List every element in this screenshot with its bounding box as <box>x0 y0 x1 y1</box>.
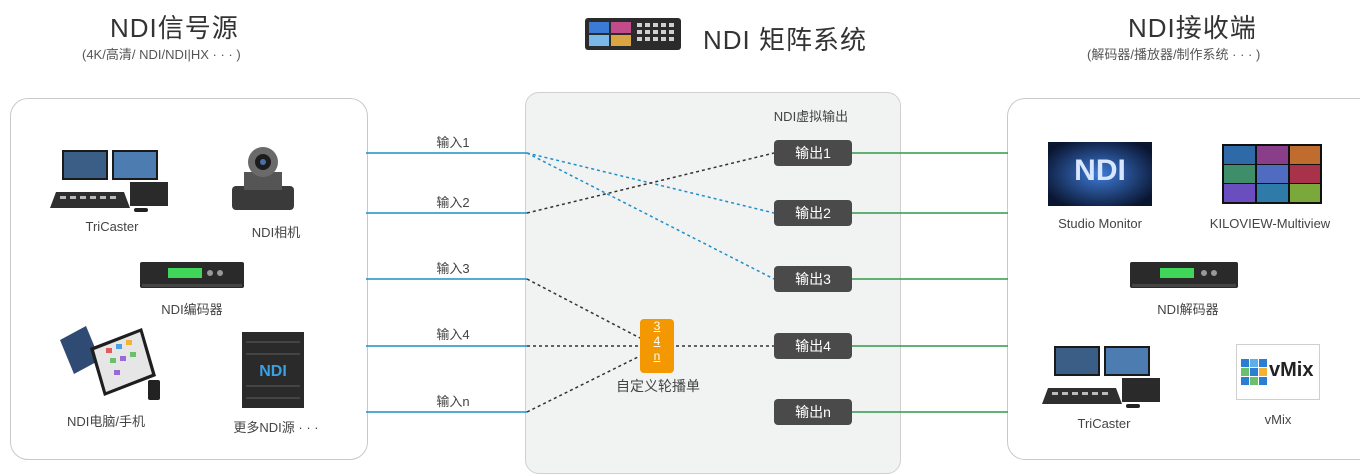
ndi-monitor-icon: NDI <box>1048 142 1152 206</box>
route-3-to-playlist <box>526 278 641 339</box>
tricaster-receiver-icon <box>1042 344 1164 410</box>
source-label-more-ndi: 更多NDI源 · · · <box>233 420 319 435</box>
vmix-logo-icon: vMix <box>1236 344 1320 400</box>
receiver-label-tricaster: TriCaster <box>1077 416 1131 431</box>
input-label-n: 输入n <box>436 394 470 409</box>
matrix-title: NDI 矩阵系统 <box>703 25 868 55</box>
tricaster-icon <box>50 148 172 214</box>
receiver-subtitle: (解码器/播放器/制作系统 · · · ) <box>1087 47 1261 62</box>
source-label-ndi-camera: NDI相机 <box>251 225 301 240</box>
input-label-3: 输入3 <box>436 261 470 276</box>
route-1-to-3 <box>526 152 775 280</box>
svg-text:NDI: NDI <box>259 363 287 380</box>
receiver-label-studio-monitor: Studio Monitor <box>1058 216 1142 231</box>
input-label-4: 输入4 <box>436 327 470 342</box>
output-box-n: 输出n <box>774 399 852 425</box>
output-box-2: 输出2 <box>774 200 852 226</box>
output-box-4: 输出4 <box>774 333 852 359</box>
playlist-box: 3 4 n <box>640 319 674 373</box>
input-label-2: 输入2 <box>436 195 470 210</box>
receiver-label-vmix: vMix <box>1264 412 1292 427</box>
source-label-tricaster: TriCaster <box>85 219 139 234</box>
receiver-label-decoder: NDI解码器 <box>1157 302 1219 317</box>
vmix-logo-text: vMix <box>1269 359 1314 381</box>
playlist-item-3: 3 <box>653 319 661 333</box>
ptz-camera-icon <box>228 146 298 212</box>
playlist-item-n: n <box>653 349 661 363</box>
playlist-item-4: 4 <box>653 334 661 348</box>
source-title: NDI信号源 <box>110 13 239 43</box>
output-box-1: 输出1 <box>774 140 852 166</box>
source-subtitle: (4K/高清/ NDI/NDI|HX · · · ) <box>82 47 241 62</box>
route-2-to-1 <box>526 152 775 214</box>
decoder-icon <box>1128 258 1240 292</box>
multiview-icon <box>1222 144 1322 204</box>
receiver-title: NDI接收端 <box>1128 13 1257 43</box>
virtual-output-label: NDI虚拟输出 <box>773 109 849 124</box>
receiver-label-multiview: KILOVIEW-Multiview <box>1209 216 1331 231</box>
server-rack-icon: NDI <box>238 332 308 408</box>
input-label-1: 输入1 <box>436 135 470 150</box>
encoder-icon <box>138 258 246 292</box>
ndi-logo-text: NDI <box>1074 154 1126 187</box>
source-label-laptop-phone: NDI电脑/手机 <box>66 414 145 429</box>
connection-lines <box>366 152 1008 413</box>
laptop-phone-icon <box>56 326 168 402</box>
source-label-encoder: NDI编码器 <box>161 302 223 317</box>
matrix-device-icon <box>585 14 681 54</box>
output-box-3: 输出3 <box>774 266 852 292</box>
playlist-label: 自定义轮播单 <box>616 378 700 394</box>
